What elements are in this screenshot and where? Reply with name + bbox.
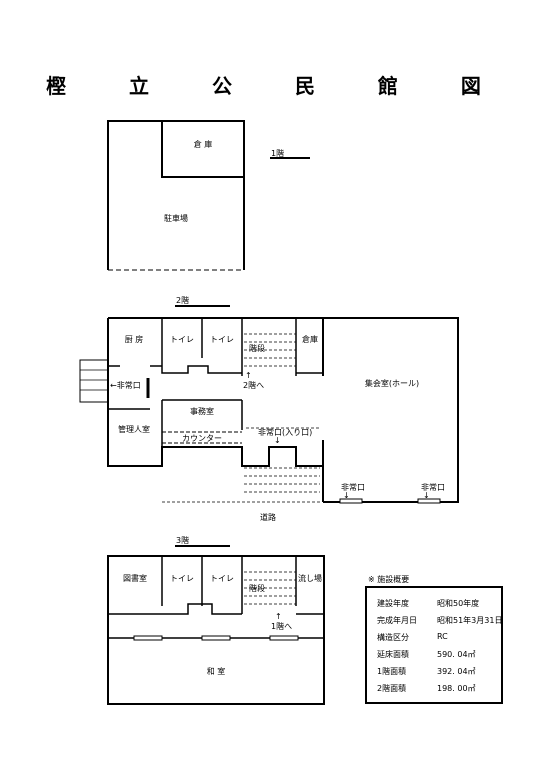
info-value: 昭和51年3月31日 [437, 616, 503, 625]
info-key: 1階面積 [377, 667, 407, 676]
info-value: RC [437, 632, 448, 641]
up-arrow-icon: ↑ [275, 612, 282, 621]
floor3-label: 3階 [176, 535, 189, 545]
floor1-plan [107, 120, 245, 271]
down-arrow-icon: ↓ [423, 491, 430, 500]
floor2-office-label: 事務室 [190, 406, 214, 416]
floor3-library-label: 図書室 [123, 573, 147, 583]
floor3-toilet2-label: トイレ [210, 574, 234, 583]
info-value: 昭和50年度 [437, 599, 480, 608]
floor2-to-floor2-label: 2階へ [243, 380, 264, 390]
down-arrow-icon: ↓ [274, 436, 281, 445]
floor2-emergency-entrance-label: 非常口(入り口) [258, 427, 312, 437]
floor3-to-floor1-label: 1階へ [271, 621, 292, 631]
info-value: 198. 00㎡ [437, 684, 476, 693]
floor2-hall-label: 集会室(ホール) [365, 378, 419, 388]
info-value: 392. 04㎡ [437, 667, 476, 676]
floor2-road-label: 道路 [260, 512, 276, 522]
floor2-label: 2階 [176, 295, 189, 305]
floor3-japanese-room-label: 和 室 [207, 666, 226, 676]
facility-overview-table: 建設年度 昭和50年度 完成年月日 昭和51年3月31日 構造区分 RC 延床面… [365, 586, 503, 704]
floor3-plan [107, 555, 325, 705]
floor1-parking-label: 駐車場 [164, 213, 188, 223]
info-key: 構造区分 [377, 633, 409, 642]
floor2-manager-room-label: 管理人室 [118, 424, 150, 434]
page-title: 樫 立 公 民 館 図 [46, 74, 509, 98]
info-key: 2階面積 [377, 684, 407, 693]
floor3-sink-label: 流し場 [298, 573, 322, 583]
floor2-storage-label: 倉庫 [302, 334, 318, 344]
floor1-label: 1階 [271, 148, 284, 158]
floor2-plan [79, 317, 459, 504]
floor2-emergency-exit-left-label: ←非常口 [110, 380, 141, 390]
floor2-toilet2-label: トイレ [210, 335, 234, 344]
floor2-emergency-exit-bottom1-label: 非常口 [341, 482, 365, 492]
facility-overview-heading: ※ 施設概要 [368, 575, 410, 584]
floor2-counter-label: カウンター [182, 434, 222, 443]
floor2-toilet1-label: トイレ [170, 335, 194, 344]
up-arrow-icon: ↑ [245, 371, 252, 380]
floor2-kitchen-label: 厨 房 [125, 334, 144, 344]
floor1-storage-label: 倉 庫 [194, 139, 213, 149]
floor3-toilet1-label: トイレ [170, 574, 194, 583]
info-key: 完成年月日 [377, 616, 417, 625]
floor2-stairs-label: 階段 [249, 343, 265, 353]
floor2-emergency-exit-bottom2-label: 非常口 [421, 482, 445, 492]
floor3-stairs-label: 階段 [249, 583, 265, 593]
info-key: 建設年度 [377, 599, 409, 608]
down-arrow-icon: ↓ [343, 491, 350, 500]
info-key: 延床面積 [377, 650, 409, 659]
info-value: 590. 04㎡ [437, 650, 476, 659]
